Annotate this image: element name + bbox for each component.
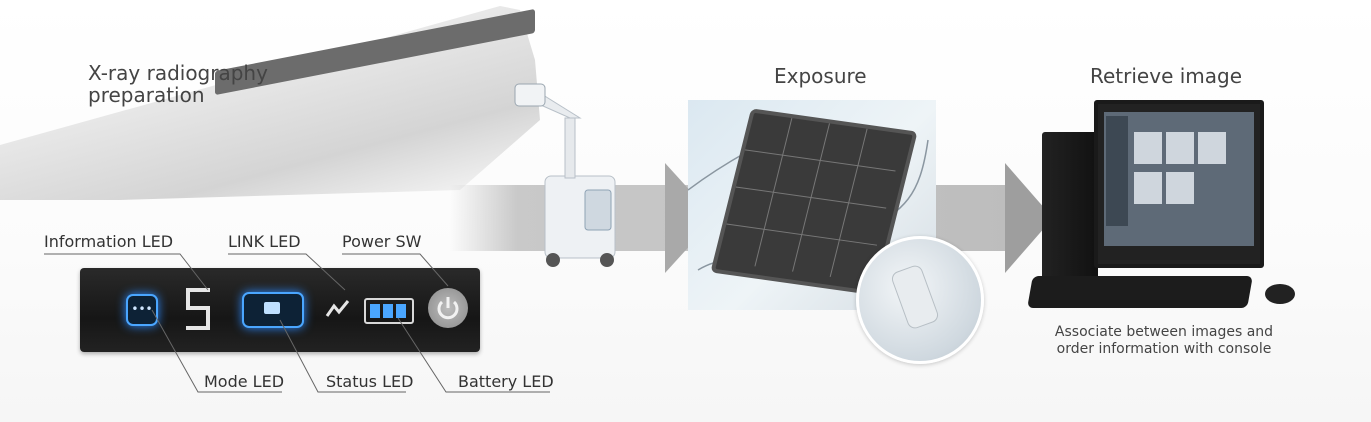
mouse-icon	[1265, 284, 1295, 304]
information-led-label: Information LED	[44, 232, 174, 251]
status-led-icon	[242, 292, 304, 328]
xray-thumbnails-icon	[1106, 116, 1226, 226]
link-led-label: LINK LED	[228, 232, 301, 251]
keyboard-icon	[1027, 276, 1253, 308]
status-led-label: Status LED	[326, 372, 414, 391]
exposure-title: Exposure	[774, 64, 867, 88]
preparation-title: X-ray radiography preparation	[88, 61, 268, 107]
power-sw-label: Power SW	[342, 232, 422, 251]
information-led-digit-icon	[186, 288, 210, 330]
link-wave-icon	[325, 300, 350, 317]
retrieve-caption: Associate between images and order infor…	[1054, 324, 1274, 357]
retrieve-title: Retrieve image	[1090, 64, 1243, 88]
battery-led-icon	[364, 298, 414, 324]
mobile-xray-unit-icon	[514, 83, 616, 267]
console-screen	[1104, 112, 1254, 246]
battery-led-label: Battery LED	[458, 372, 554, 391]
handheld-remote-photo	[856, 236, 984, 364]
console-monitor	[1094, 100, 1264, 268]
mode-led-icon: •••	[126, 294, 158, 326]
power-switch-icon	[428, 288, 468, 328]
detector-panel-icon	[710, 108, 918, 296]
led-panel: •••	[80, 268, 480, 352]
mode-led-label: Mode LED	[204, 372, 285, 391]
pc-tower-icon	[1042, 132, 1098, 292]
